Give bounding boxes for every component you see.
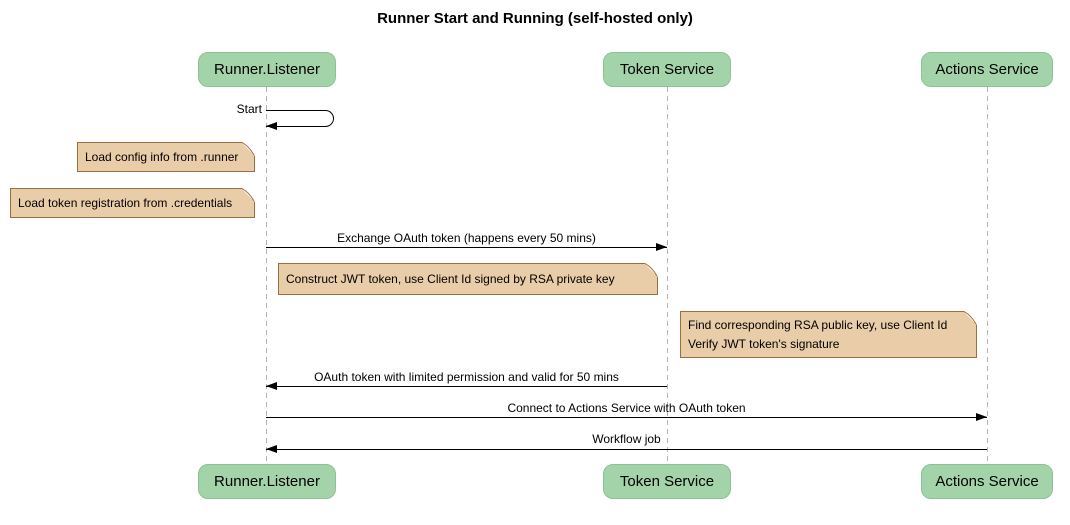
participant-token-service-top: Token Service (603, 52, 731, 87)
participant-actions-service-bottom: Actions Service (921, 464, 1053, 499)
participant-runner-listener-bottom: Runner.Listener (198, 464, 336, 499)
note-fold-icon (963, 311, 977, 325)
note-fold-icon (241, 188, 255, 202)
note-text: Load config info from .runner (85, 149, 239, 164)
participant-actions-service-top: Actions Service (921, 52, 1053, 87)
message-line (266, 247, 667, 248)
message-line (266, 449, 987, 450)
lifeline-actions-service (987, 87, 988, 464)
participant-label: Token Service (619, 473, 715, 490)
participant-label: Token Service (619, 61, 715, 78)
note-load-config: Load config info from .runner (77, 142, 255, 172)
note-text-line-1: Find corresponding RSA public key, use C… (688, 317, 948, 332)
message-line (266, 417, 987, 418)
note-construct-jwt: Construct JWT token, use Client Id signe… (278, 263, 658, 295)
lifeline-token-service (667, 87, 668, 464)
note-text: Load token registration from .credential… (18, 195, 233, 210)
participant-runner-listener-top: Runner.Listener (198, 52, 336, 87)
message-label: Exchange OAuth token (happens every 50 m… (337, 231, 596, 245)
message-label: Workflow job (592, 432, 661, 446)
note-fold-icon (241, 142, 255, 156)
note-load-token-registration: Load token registration from .credential… (10, 188, 255, 218)
arrowhead-right-icon (656, 243, 667, 251)
participant-label: Actions Service (935, 61, 1039, 78)
participant-label: Runner.Listener (214, 473, 320, 490)
arrowhead-left-icon (266, 382, 277, 390)
arrowhead-left-icon (266, 122, 277, 130)
self-message-loop (266, 110, 334, 127)
message-line (266, 386, 667, 387)
note-verify-jwt: Find corresponding RSA public key, use C… (680, 311, 977, 358)
participant-label: Actions Service (935, 473, 1039, 490)
participant-token-service-bottom: Token Service (603, 464, 731, 499)
arrowhead-right-icon (976, 413, 987, 421)
arrowhead-left-icon (266, 445, 277, 453)
lifeline-runner-listener (266, 87, 267, 464)
participant-label: Runner.Listener (214, 61, 320, 78)
self-message-label: Start (236, 102, 262, 116)
note-text-line-2: Verify JWT token's signature (688, 336, 840, 351)
message-label: OAuth token with limited permission and … (314, 370, 619, 384)
note-fold-icon (644, 263, 658, 277)
diagram-title: Runner Start and Running (self-hosted on… (377, 10, 693, 27)
note-text: Construct JWT token, use Client Id signe… (286, 271, 615, 286)
message-label: Connect to Actions Service with OAuth to… (507, 401, 746, 415)
